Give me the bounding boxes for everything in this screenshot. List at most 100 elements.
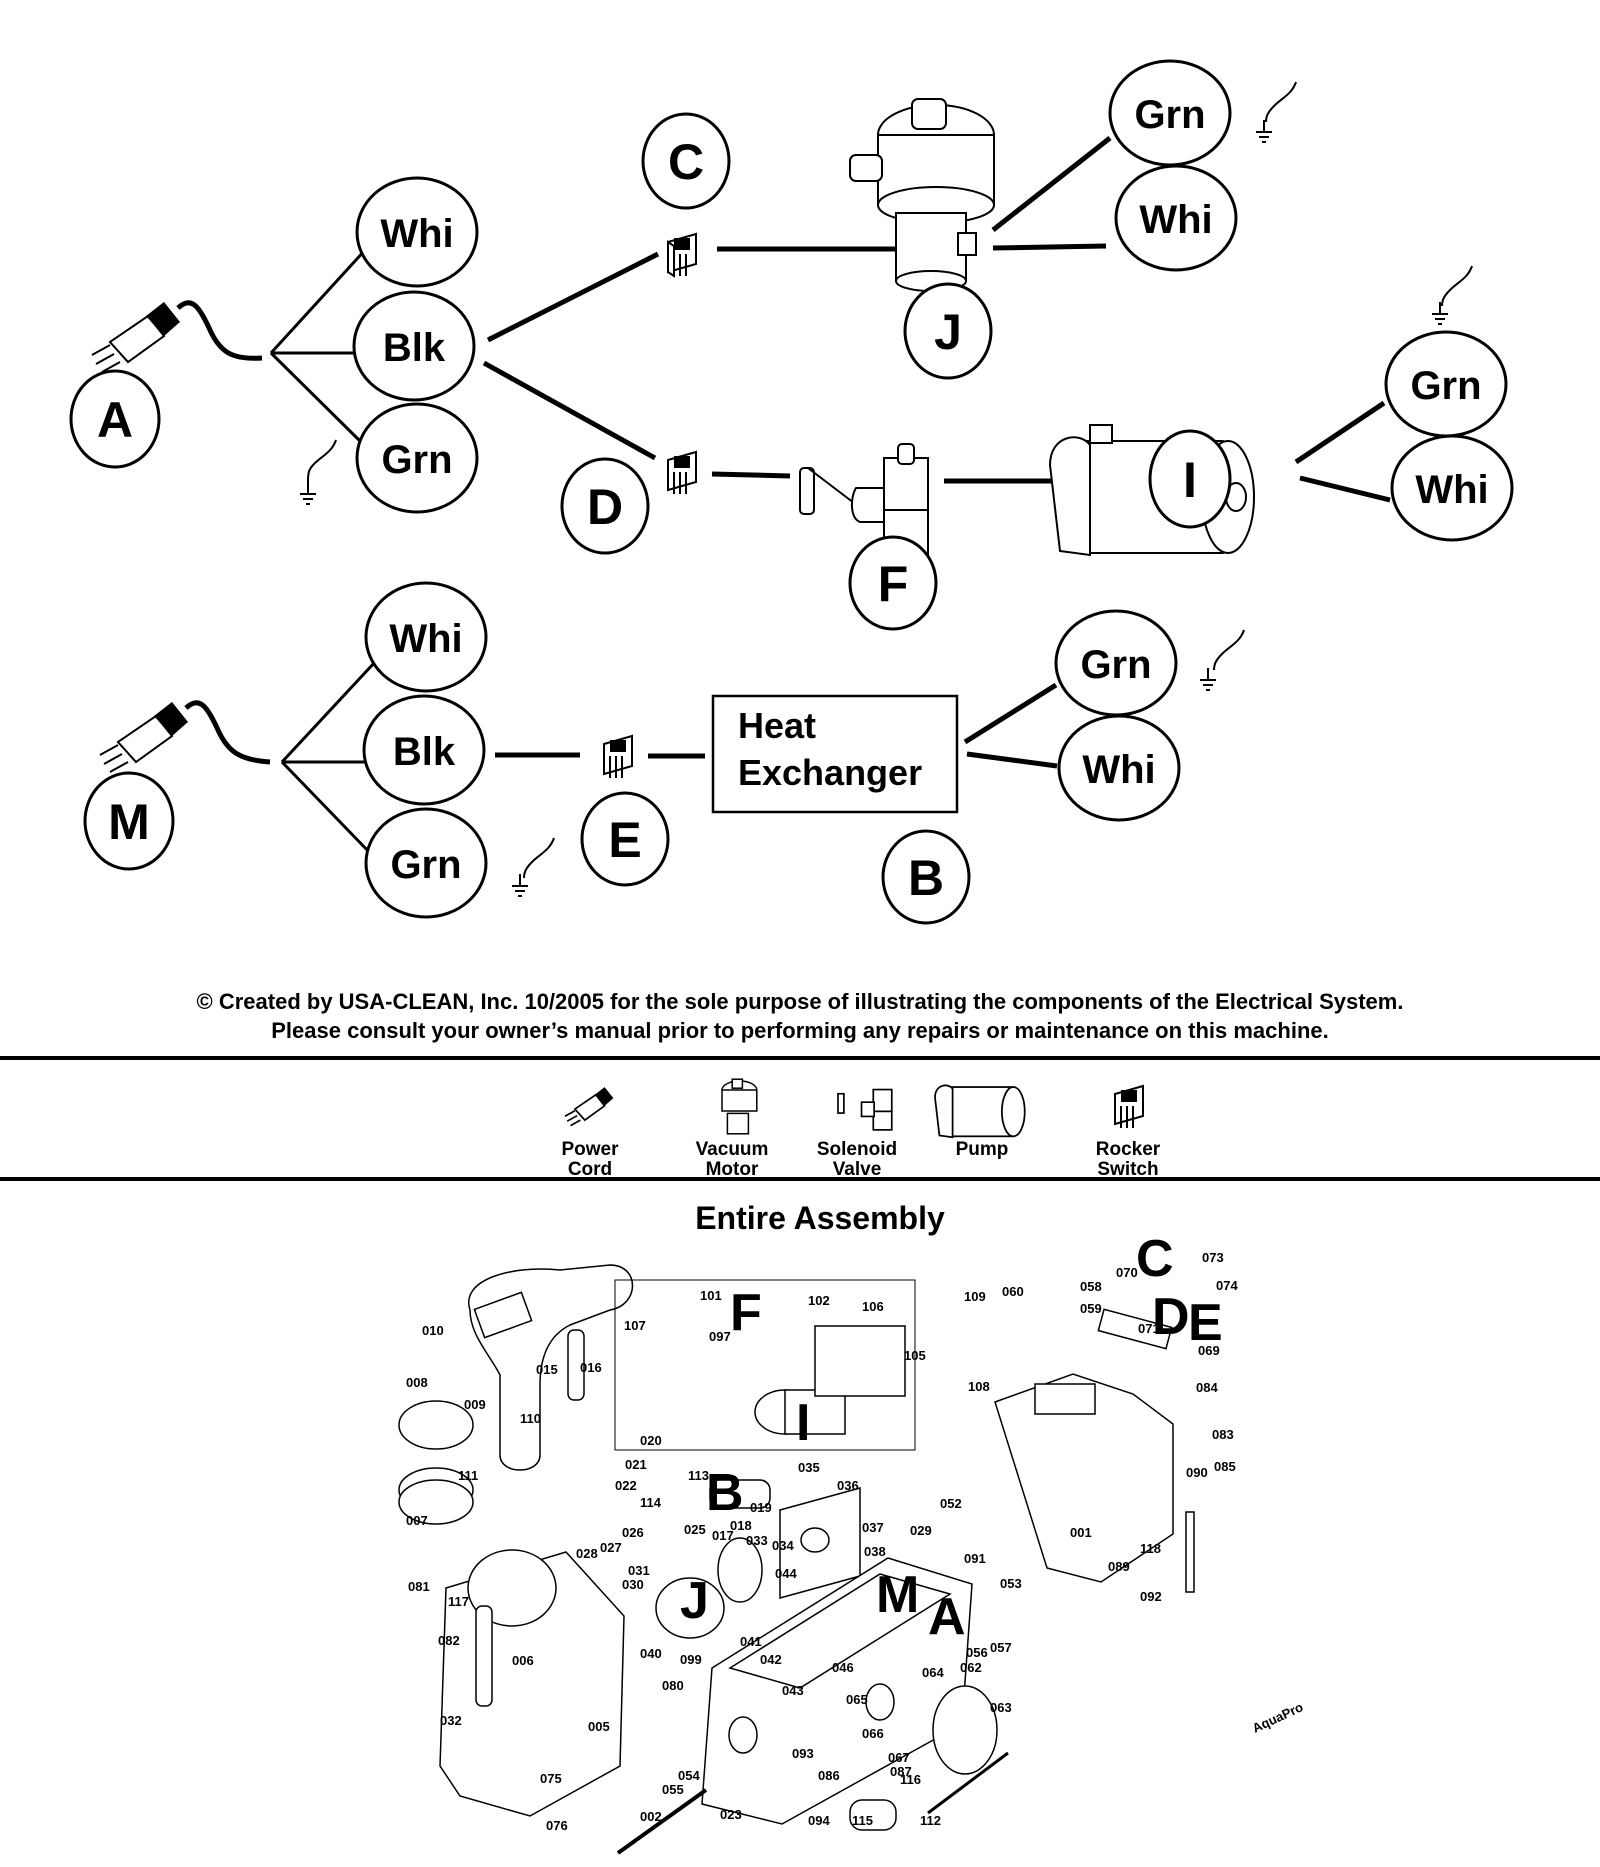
divider: [0, 1056, 1600, 1060]
part-number-label: 116: [900, 1772, 921, 1787]
letter-circle-i: I: [1148, 429, 1232, 529]
rocker-switch-icon: [603, 734, 633, 778]
part-number-label: 062: [960, 1660, 982, 1675]
svg-text:Whi: Whi: [1415, 468, 1488, 512]
overlay-letter-a: A: [928, 1588, 966, 1646]
solenoid-valve-icon: [837, 1088, 893, 1131]
svg-text:E: E: [608, 812, 641, 868]
part-number-label: 092: [1140, 1589, 1162, 1604]
part-number-label: 043: [782, 1683, 804, 1698]
part-number-label: 065: [846, 1692, 868, 1707]
part-number-label: 066: [862, 1726, 884, 1741]
overlay-letter-b: B: [706, 1464, 744, 1522]
wire-label-whi: Whi: [1390, 434, 1514, 542]
part-number-label: 053: [1000, 1576, 1022, 1591]
part-number-label: 110: [520, 1411, 541, 1426]
svg-text:Grn: Grn: [1134, 93, 1205, 137]
part-number-label: 021: [625, 1457, 647, 1472]
svg-text:B: B: [908, 850, 944, 906]
pump-icon: [934, 1084, 1026, 1139]
svg-text:F: F: [878, 556, 909, 612]
part-number-label: 093: [792, 1746, 814, 1761]
part-number-label: 114: [640, 1495, 662, 1510]
part-number-label: 109: [964, 1289, 986, 1304]
part-number-label: 025: [684, 1522, 706, 1537]
legend-item-pump: Pump: [927, 1076, 1037, 1160]
letter-circle-j: J: [903, 282, 993, 380]
part-number-label: 108: [968, 1379, 990, 1394]
svg-text:A: A: [97, 392, 133, 448]
wire-label-grn: Grn: [1108, 59, 1232, 167]
part-number-label: 009: [464, 1397, 486, 1412]
part-number-label: 030: [622, 1577, 644, 1592]
part-number-label: 036: [837, 1478, 859, 1493]
part-number-label: 002: [640, 1809, 662, 1824]
svg-text:Whi: Whi: [389, 617, 462, 661]
part-number-label: 087: [890, 1764, 912, 1779]
part-number-label: 086: [818, 1768, 840, 1783]
part-number-label: 118: [1140, 1541, 1161, 1556]
part-number-label: 113: [688, 1468, 709, 1483]
letter-circle-c: C: [641, 112, 731, 210]
wire-label-whi: Whi: [355, 176, 479, 288]
part-number-label: 037: [862, 1520, 884, 1535]
handle-part: [467, 1264, 634, 1471]
part-number-label: 102: [808, 1293, 830, 1308]
overlay-letter-f: F: [730, 1284, 762, 1342]
part-number-label: 015: [536, 1362, 558, 1377]
wire-label-grn: Grn: [364, 807, 488, 919]
part-number-label: 090: [1186, 1465, 1208, 1480]
letter-circle-e: E: [580, 791, 670, 887]
wire-label-whi: Whi: [1057, 714, 1181, 822]
part-number-label: 055: [662, 1782, 684, 1797]
part-number-label: 097: [709, 1329, 731, 1344]
part-number-label: 020: [640, 1433, 662, 1448]
part-number-label: 057: [990, 1640, 1012, 1655]
letter-circle-f: F: [848, 535, 938, 631]
svg-text:D: D: [587, 479, 623, 535]
part-number-label: 029: [910, 1523, 932, 1538]
part-number-label: 070: [1116, 1265, 1138, 1280]
svg-text:Grn: Grn: [1080, 643, 1151, 687]
part-number-label: 042: [760, 1652, 782, 1667]
wire-label-grn: Grn: [355, 402, 479, 514]
part-number-label: 031: [628, 1563, 650, 1578]
part-number-label: 059: [1080, 1301, 1102, 1316]
part-number-label: 074: [1216, 1278, 1238, 1293]
part-number-label: 032: [440, 1713, 462, 1728]
power-cord-icon: [564, 1087, 614, 1127]
part-number-label: 107: [624, 1318, 646, 1333]
wire-label-grn: Grn: [1384, 330, 1508, 438]
svg-text:Whi: Whi: [1139, 198, 1212, 242]
part-number-label: 069: [1198, 1343, 1220, 1358]
part-number-label: 115: [852, 1813, 873, 1828]
part-number-label: 073: [1202, 1250, 1224, 1265]
part-number-label: 005: [588, 1719, 610, 1734]
part-number-label: 082: [438, 1633, 460, 1648]
part-number-label: 085: [1214, 1459, 1236, 1474]
svg-text:Heat: Heat: [738, 705, 816, 746]
copyright-notice: © Created by USA-CLEAN, Inc. 10/2005 for…: [196, 989, 1404, 1014]
svg-text:J: J: [934, 304, 962, 360]
part-number-label: 081: [408, 1579, 430, 1594]
svg-text:Grn: Grn: [381, 438, 452, 482]
divider: [0, 1177, 1600, 1181]
wire-label-blk: Blk: [352, 290, 476, 402]
power-cord-icon: [91, 300, 263, 373]
maintenance-notice: Please consult your owner’s manual prior…: [271, 1018, 1329, 1043]
part-number-label: 006: [512, 1653, 534, 1668]
part-number-label: 033: [746, 1533, 768, 1548]
part-number-label: 101: [700, 1288, 722, 1303]
part-number-label: 071: [1138, 1321, 1160, 1336]
wiring-diagram: A Whi Blk Grn C J Grn Whi D: [69, 59, 1514, 925]
letter-circle-a: A: [69, 369, 161, 469]
part-number-label: 052: [940, 1496, 962, 1511]
part-number-label: 060: [1002, 1284, 1024, 1299]
part-number-label: 017: [712, 1528, 734, 1543]
ground-symbol: [300, 439, 337, 505]
